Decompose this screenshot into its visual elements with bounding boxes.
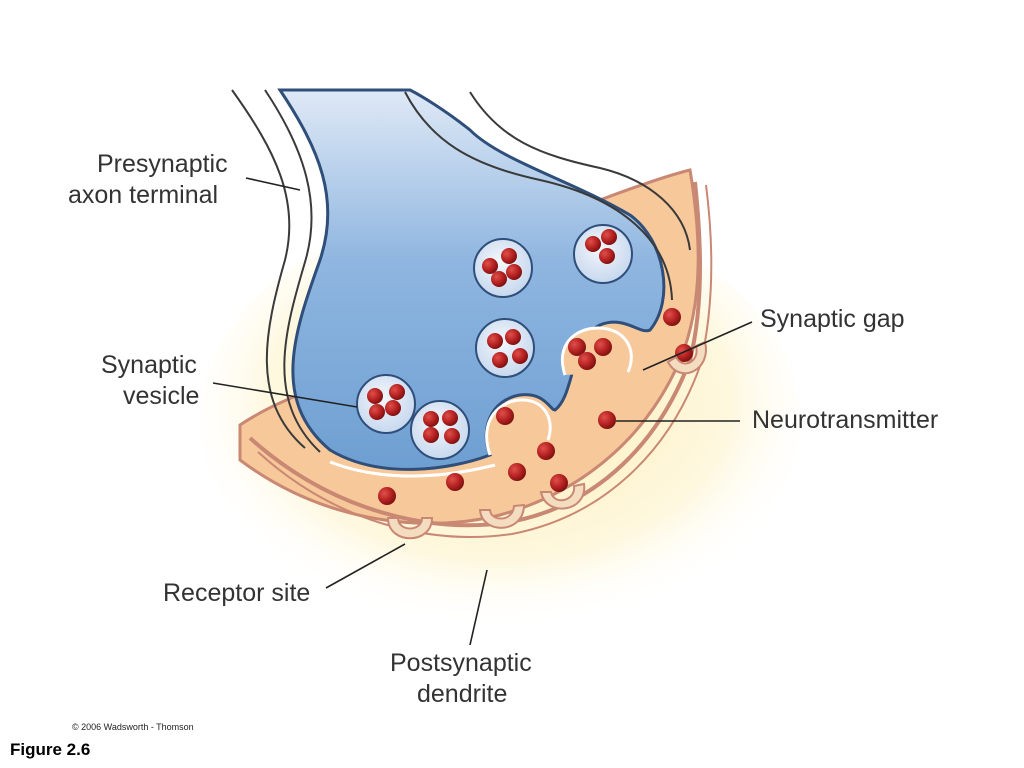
postsynaptic-membrane xyxy=(248,181,702,528)
leader-lines xyxy=(212,177,753,646)
receptor-site xyxy=(386,517,434,540)
label-presynaptic-line2: axon terminal xyxy=(68,181,218,209)
receptor-site xyxy=(539,482,586,510)
synaptic-vesicle xyxy=(475,318,535,378)
axon-membrane-left-inner xyxy=(264,89,321,453)
axon-membrane-right xyxy=(404,91,673,301)
presynaptic-membrane xyxy=(329,460,496,478)
label-synaptic-gap: Synaptic gap xyxy=(760,305,905,333)
label-postsynaptic-line1: Postsynaptic xyxy=(390,649,532,677)
synaptic-vesicle xyxy=(473,238,533,298)
leader-vesicle xyxy=(212,382,358,408)
postsynaptic-membrane-inner xyxy=(257,184,713,538)
leader-presynaptic xyxy=(245,177,301,191)
label-vesicle-line1: Synaptic xyxy=(101,351,197,379)
leader-postsynaptic xyxy=(469,569,488,646)
leader-synaptic-gap xyxy=(642,321,753,371)
figure-caption: Figure 2.6 xyxy=(10,740,91,759)
synaptic-vesicle xyxy=(410,400,470,460)
axon-membrane-right-outer xyxy=(469,91,691,251)
copyright-notice: © 2006 Wadsworth - Thomson xyxy=(72,722,194,732)
neurotransmitter-molecules xyxy=(378,308,693,505)
synaptic-vesicle xyxy=(356,374,416,434)
label-receptor-site: Receptor site xyxy=(163,579,310,607)
label-postsynaptic-line2: dendrite xyxy=(417,680,507,708)
receptor-site xyxy=(478,503,526,529)
axon-membrane-left-outer xyxy=(231,89,306,449)
leader-receptor-site xyxy=(325,543,406,589)
label-vesicle-line2: vesicle xyxy=(123,382,199,410)
synaptic-vesicle xyxy=(573,224,633,284)
label-neurotransmitter: Neurotransmitter xyxy=(752,406,938,434)
label-presynaptic-line1: Presynaptic xyxy=(97,150,228,178)
